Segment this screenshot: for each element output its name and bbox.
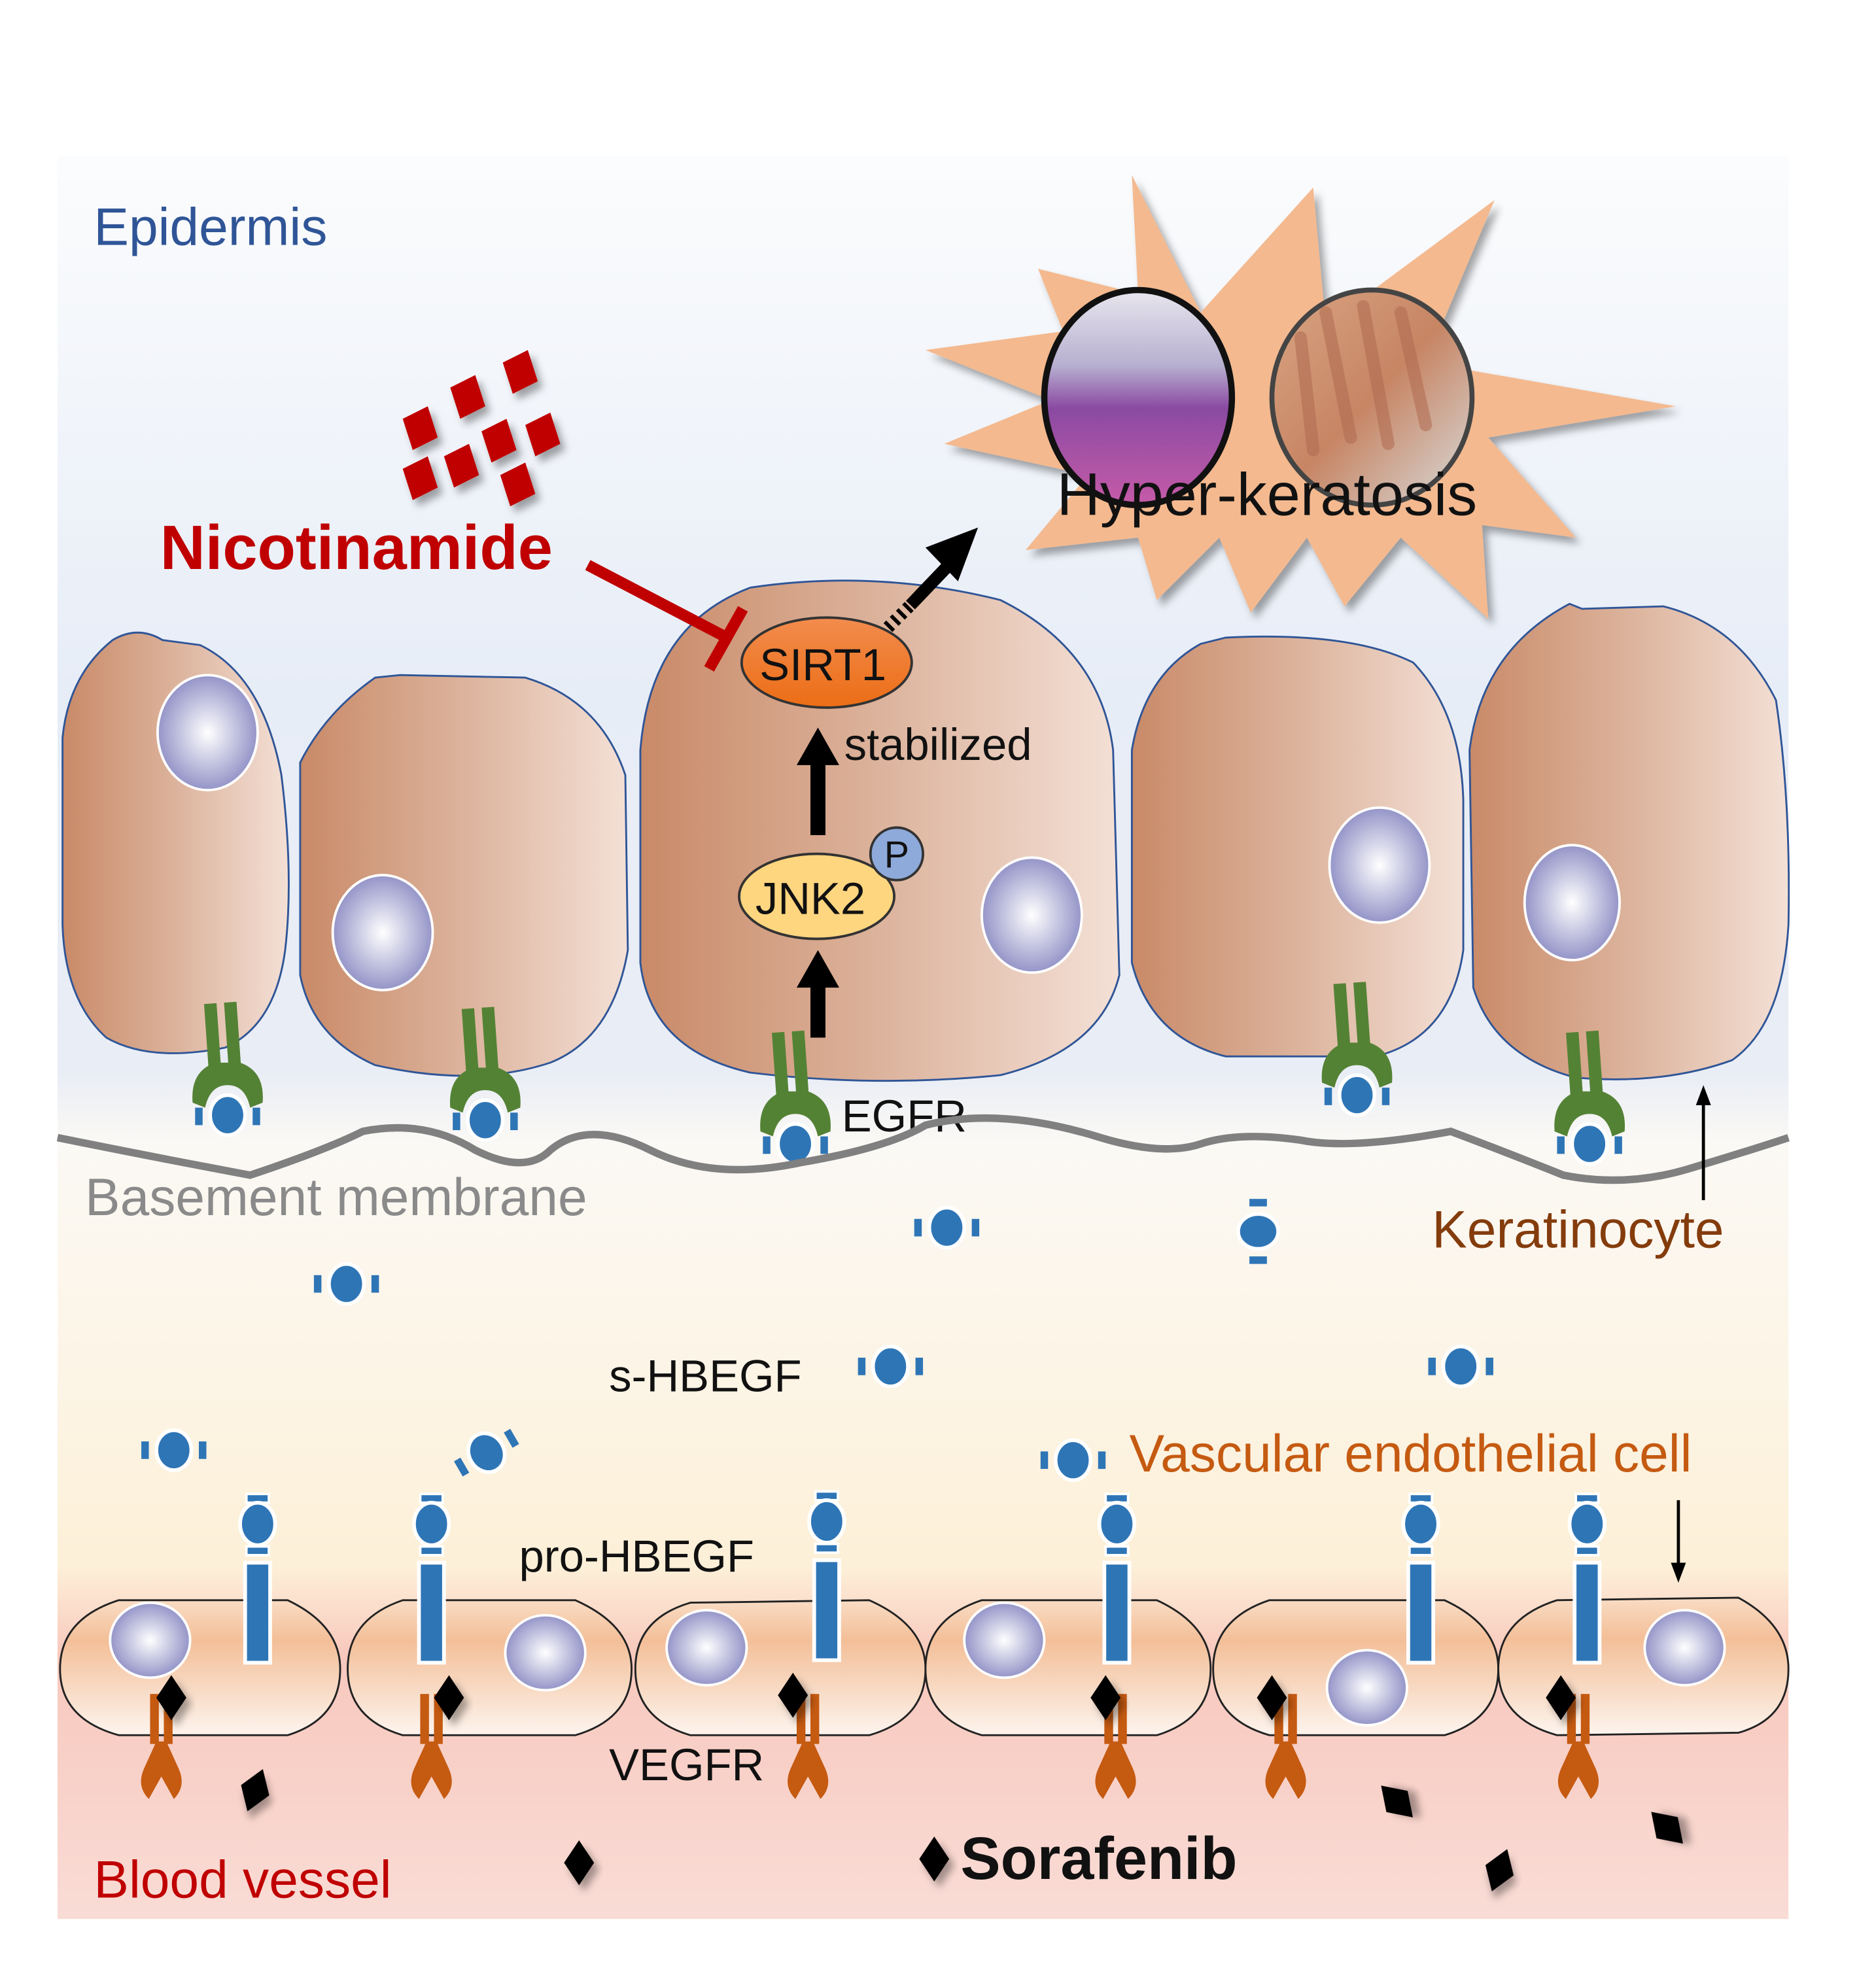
endothelial-cell bbox=[1497, 1596, 1790, 1736]
label-epidermis: Epidermis bbox=[94, 198, 327, 257]
label-vegfr: VEGFR bbox=[609, 1740, 764, 1790]
nucleus bbox=[963, 1601, 1046, 1679]
keratinocyte-cell bbox=[1130, 635, 1465, 1058]
hands-image bbox=[1269, 287, 1475, 508]
activate-arrowhead-icon bbox=[796, 950, 839, 988]
keratinocyte-layer bbox=[61, 579, 1790, 1082]
label-vascular-endothelial-cell: Vascular endothelial cell bbox=[1130, 1424, 1692, 1483]
jnk2-node bbox=[738, 852, 895, 940]
label-sirt1: SIRT1 bbox=[759, 640, 886, 690]
label-stabilized: stabilized bbox=[844, 719, 1032, 770]
pro-hbegf-molecule bbox=[414, 1494, 449, 1662]
keratinocyte-nuclei bbox=[156, 674, 1621, 991]
nucleus bbox=[1325, 1649, 1408, 1727]
activate-arrow-shaft bbox=[810, 981, 825, 1038]
nucleus bbox=[665, 1609, 748, 1687]
hyperkeratosis-burst: Hyper-keratosis bbox=[925, 175, 1676, 619]
label-sorafenib: Sorafenib bbox=[960, 1825, 1237, 1892]
stabilize-arrow-shaft bbox=[810, 760, 825, 835]
nicotinamide-molecules bbox=[402, 350, 561, 507]
inhibition-line bbox=[585, 560, 735, 645]
label-nicotinamide: Nicotinamide bbox=[160, 513, 553, 583]
label-keratinocyte: Keratinocyte bbox=[1432, 1201, 1724, 1260]
label-phospho: P bbox=[884, 835, 909, 876]
nucleus bbox=[504, 1613, 587, 1692]
label-basement-membrane: Basement membrane bbox=[85, 1168, 587, 1227]
endothelial-pointer-head-icon bbox=[1671, 1562, 1686, 1583]
pro-hbegf-molecule bbox=[240, 1494, 275, 1662]
inhibition-bar bbox=[704, 606, 748, 672]
phospho-badge bbox=[869, 826, 924, 882]
pro-hbegf-molecule bbox=[1570, 1494, 1605, 1662]
label-pro-hbegf: pro-HBEGF bbox=[519, 1531, 754, 1581]
label-s-hbegf: s-HBEGF bbox=[609, 1351, 801, 1402]
basement-membrane-line bbox=[56, 1114, 1790, 1184]
sirt1-dashed-segment bbox=[883, 600, 915, 632]
label-jnk2: JNK2 bbox=[756, 873, 865, 923]
pro-hbegf-molecule bbox=[809, 1491, 844, 1660]
label-blood-vessel: Blood vessel bbox=[94, 1851, 391, 1910]
label-hyperkeratosis: Hyper-keratosis bbox=[1057, 462, 1478, 528]
nucleus bbox=[981, 856, 1083, 974]
nucleus bbox=[1523, 844, 1621, 961]
nucleus bbox=[109, 1601, 192, 1679]
sirt1-node bbox=[740, 616, 913, 709]
keratinocyte-pointer-head-icon bbox=[1695, 1085, 1711, 1105]
endothelial-nuclei bbox=[109, 1601, 1726, 1727]
keratinocyte-cell bbox=[1468, 602, 1790, 1080]
endothelial-cell bbox=[924, 1599, 1212, 1736]
promotes-arrowhead-icon bbox=[925, 527, 979, 581]
nucleus bbox=[156, 674, 259, 792]
pro-hbegf-molecule bbox=[1403, 1494, 1438, 1662]
nucleus bbox=[1643, 1609, 1726, 1687]
histology-image bbox=[1041, 286, 1236, 509]
signaling-pathway: SIRT1 stabilized JNK2 P bbox=[585, 527, 1032, 1038]
finger-shapes bbox=[1294, 300, 1433, 456]
stabilize-arrowhead-icon bbox=[796, 727, 839, 765]
nucleus bbox=[1328, 806, 1431, 924]
nucleus bbox=[331, 874, 434, 991]
endothelial-cell bbox=[59, 1599, 341, 1736]
pro-hbegf-molecule bbox=[1100, 1494, 1135, 1662]
endothelial-cell bbox=[347, 1599, 633, 1736]
